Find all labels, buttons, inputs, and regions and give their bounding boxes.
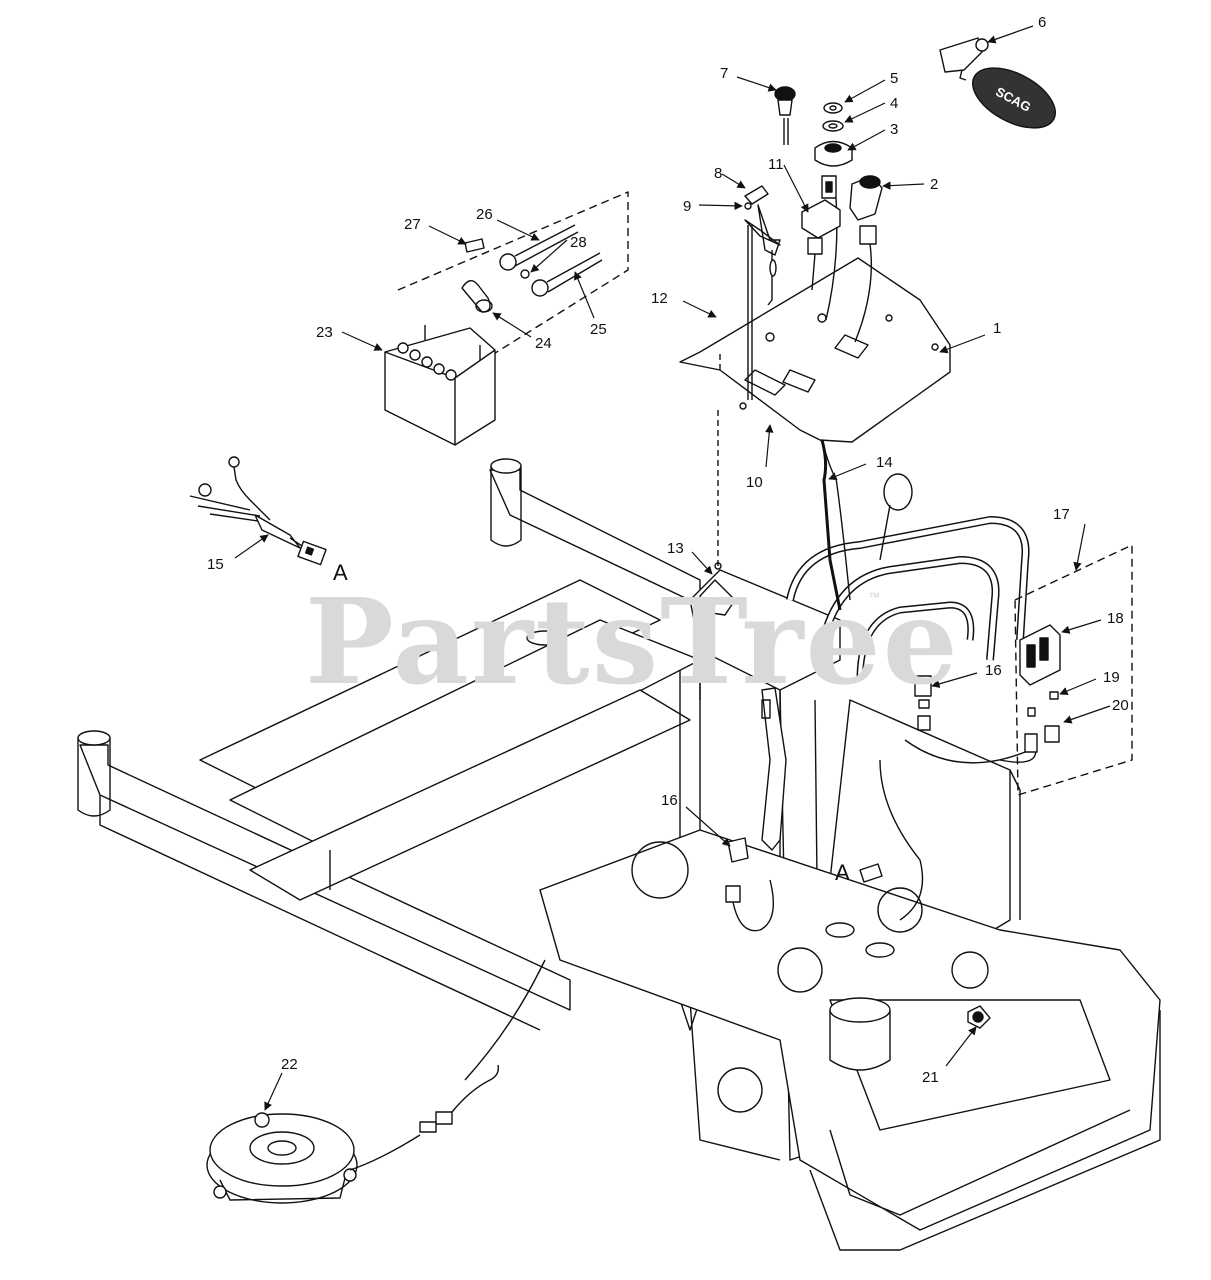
- callout-20: 20: [1112, 697, 1129, 714]
- battery-boot: [461, 280, 493, 313]
- callout-13: 13: [667, 540, 684, 557]
- fuse-block-group: [1014, 544, 1133, 796]
- callout-26: 26: [476, 206, 493, 223]
- throttle-lever: [744, 185, 781, 400]
- callout-23: 23: [316, 324, 333, 341]
- callout-18: 18: [1107, 610, 1124, 627]
- callout-11: 11: [768, 156, 784, 173]
- lower-safety-switch: [725, 837, 774, 932]
- ignition-switch-assembly: [814, 102, 883, 343]
- brake-lever-arm: [761, 687, 787, 851]
- battery: [384, 325, 496, 446]
- callout-leaders: [234, 25, 1111, 1111]
- callout-4: 4: [890, 95, 898, 112]
- callout-3: 3: [890, 121, 898, 138]
- clutch-wire-harness: [419, 959, 546, 1133]
- control-panel-plate: [679, 257, 951, 443]
- callout-25: 25: [590, 321, 607, 338]
- battery-cable-group: [397, 191, 629, 356]
- connector-ref-a-left: A: [333, 560, 348, 585]
- callout-21: 21: [922, 1069, 939, 1086]
- callout-6: 6: [1038, 14, 1046, 31]
- callout-17: 17: [1053, 506, 1070, 523]
- connector-a-plug: [859, 863, 883, 883]
- callout-16-lower: 16: [661, 792, 678, 809]
- pto-clutch: [206, 1112, 421, 1204]
- ignition-key: [939, 37, 989, 81]
- callout-28: 28: [570, 234, 587, 251]
- callout-27: 27: [404, 216, 421, 233]
- callout-14: 14: [876, 454, 893, 471]
- callout-1: 1: [993, 320, 1001, 337]
- callout-5: 5: [890, 70, 898, 87]
- mounting-bracket: [699, 410, 736, 616]
- callout-22: 22: [281, 1056, 298, 1073]
- battery-cables: [464, 224, 603, 297]
- callout-2: 2: [930, 176, 938, 193]
- key-fob: SCAG: [972, 67, 1056, 129]
- callout-12: 12: [651, 290, 668, 307]
- callout-9: 9: [683, 198, 691, 215]
- callout-19: 19: [1103, 669, 1120, 686]
- engine-wire-harness: [189, 456, 327, 566]
- seat-support-tubes: [786, 473, 1030, 681]
- connector-ref-a-frame: A: [835, 860, 850, 885]
- callout-7: 7: [720, 65, 728, 82]
- callout-10: 10: [746, 474, 763, 491]
- callout-16-upper: 16: [985, 662, 1002, 679]
- seat-safety-switch: [914, 675, 932, 731]
- brake-switch: [967, 1005, 991, 1029]
- callout-15: 15: [207, 556, 224, 573]
- watermark-trademark: ™: [868, 590, 880, 604]
- callout-labels: 1 2 3 4 5 6 7 8 9 10 11 12 13 14 15 16 1…: [207, 14, 1129, 1086]
- choke-cable: [774, 86, 796, 145]
- callout-8: 8: [714, 165, 722, 182]
- callout-24: 24: [535, 335, 552, 352]
- relay-module: [801, 199, 841, 291]
